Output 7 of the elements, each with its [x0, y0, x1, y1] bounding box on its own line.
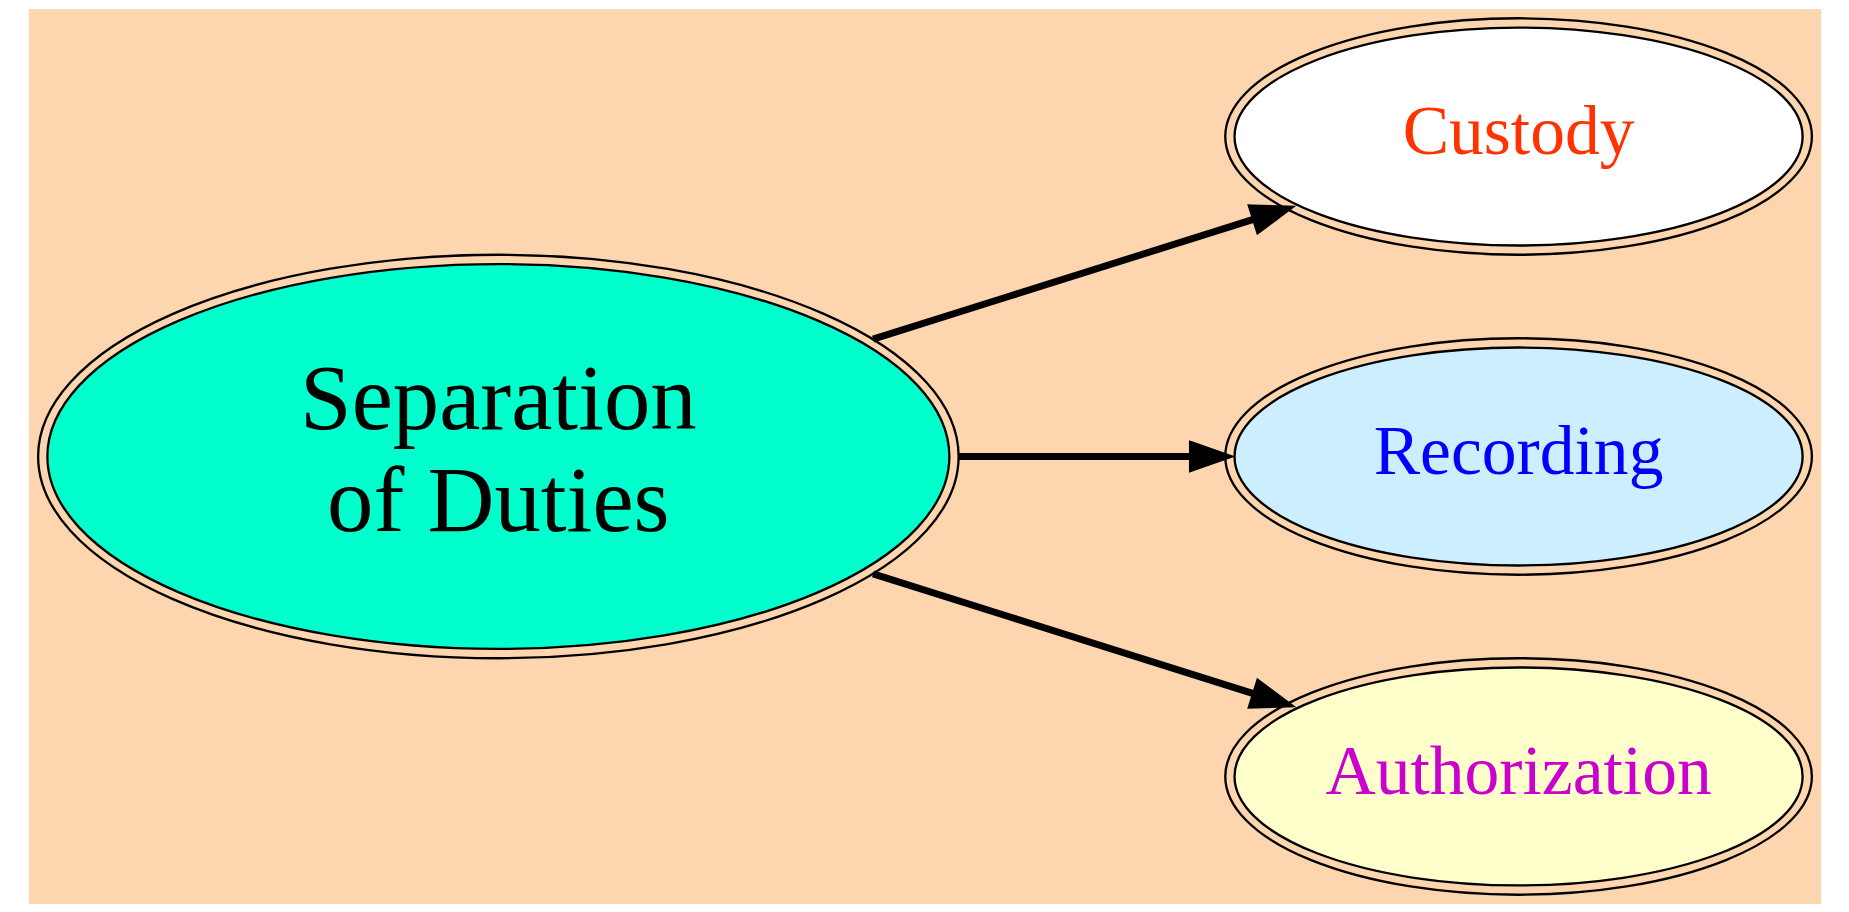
arrow: [958, 439, 1235, 473]
arrow: [871, 203, 1296, 342]
node-ellipse: Authorization: [1223, 656, 1813, 896]
arrow: [871, 570, 1296, 709]
node-ellipse: Separation of Duties: [36, 253, 960, 659]
node-ellipse: Custody: [1223, 16, 1813, 256]
node-ellipse: Recording: [1223, 336, 1813, 576]
